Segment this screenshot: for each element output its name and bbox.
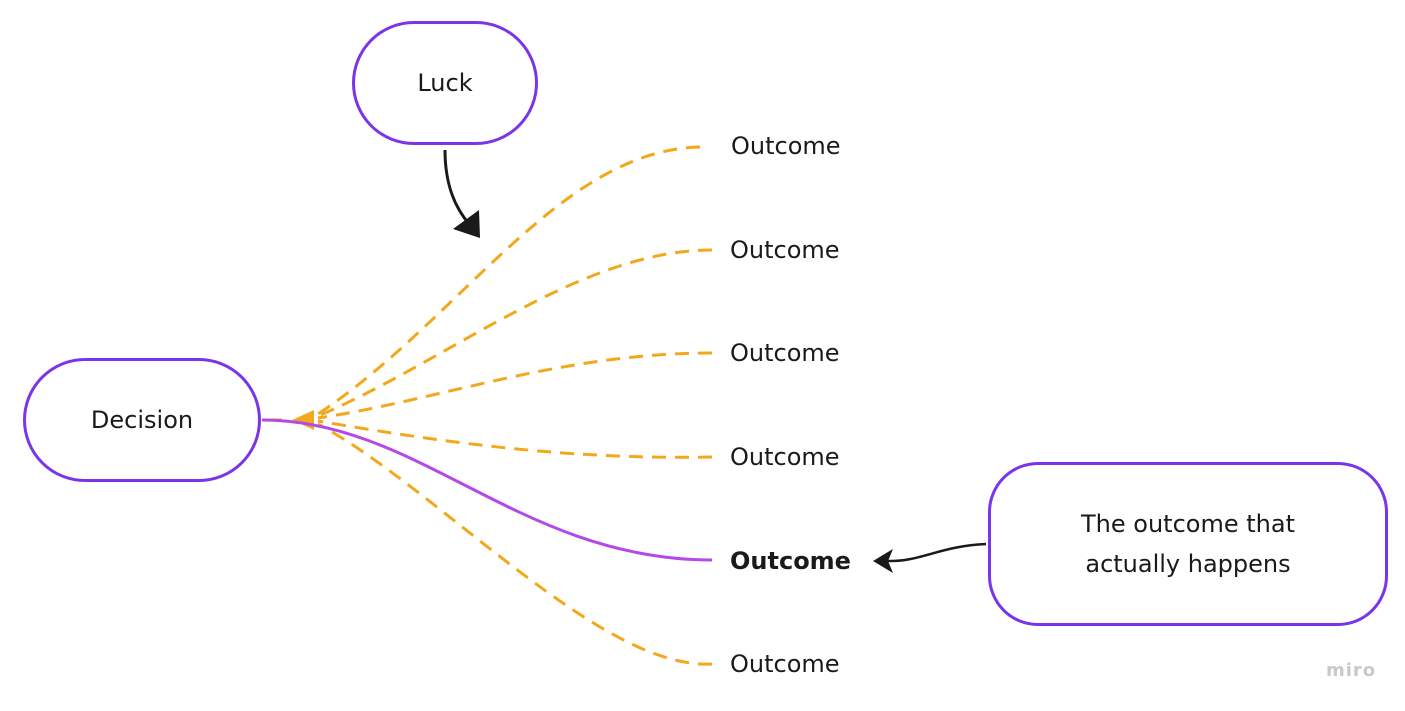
actual-outcome-note[interactable]: The outcome that actually happens <box>988 462 1388 626</box>
actual-outcome-label[interactable]: Outcome <box>730 547 851 575</box>
actual-outcome-note-label: The outcome that actually happens <box>1081 510 1295 578</box>
connector-arrowhead <box>292 410 314 430</box>
outcome-label[interactable]: Outcome <box>731 132 841 160</box>
possible-outcome-connector <box>317 419 713 459</box>
miro-watermark: miro <box>1326 660 1377 681</box>
luck-label: Luck <box>417 69 473 97</box>
outcome-label[interactable]: Outcome <box>730 650 840 678</box>
luck-node[interactable]: Luck <box>352 21 538 145</box>
possible-outcome-connector <box>317 145 701 416</box>
actual-outcome-arrowhead <box>873 549 893 573</box>
actual-outcome-arrow <box>887 542 987 563</box>
outcome-label[interactable]: Outcome <box>730 236 840 264</box>
luck-arrowhead <box>453 210 480 238</box>
luck-arrow <box>443 149 472 226</box>
decision-label: Decision <box>90 406 194 434</box>
possible-outcome-connector <box>317 248 713 418</box>
outcome-label[interactable]: Outcome <box>730 339 840 367</box>
decision-node[interactable]: Decision <box>23 358 261 482</box>
possible-outcome-connector <box>317 422 713 666</box>
possible-outcome-connector <box>317 351 713 420</box>
outcome-label[interactable]: Outcome <box>730 443 840 471</box>
actual-outcome-connector <box>261 418 713 562</box>
